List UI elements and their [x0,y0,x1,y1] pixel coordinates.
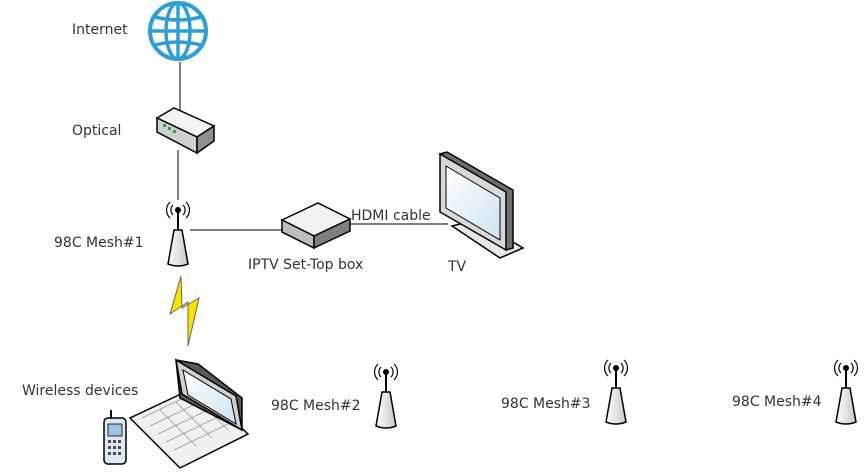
mesh1-label: 98C Mesh#1 [54,235,144,251]
connections [177,62,448,231]
optical-label: Optical [72,123,122,139]
phone-icon [103,410,127,465]
settop-box-icon [280,202,352,250]
mesh4-label: 98C Mesh#4 [732,394,822,410]
lightning-icon [169,275,200,347]
antenna-icon [373,363,399,429]
laptop-icon [128,358,250,469]
antenna-icon [603,359,629,425]
iptv-label: IPTV Set-Top box [248,257,364,273]
hdmi-label: HDMI cable [351,208,431,224]
antenna-icon [833,359,859,425]
tv-label: TV [448,259,467,275]
internet-label: Internet [72,22,128,38]
modem-icon [155,107,216,155]
tv-icon [438,151,525,259]
mesh2-label: 98C Mesh#2 [271,398,361,414]
mesh3-label: 98C Mesh#3 [501,396,591,412]
globe-icon [148,1,208,61]
antenna-icon [165,201,191,267]
wireless-devices-label: Wireless devices [22,383,139,399]
